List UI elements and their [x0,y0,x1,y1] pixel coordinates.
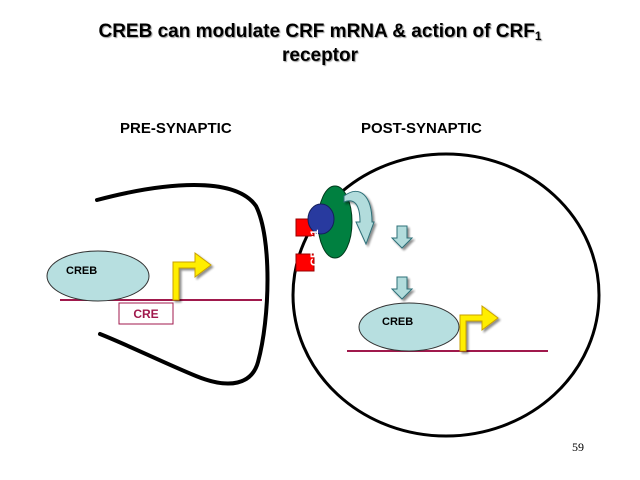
curved-signal-arrow [343,190,375,246]
page-number: 59 [572,440,584,454]
pre-cre-label: CRE [133,307,158,321]
title-line-1: CREB can modulate CRF mRNA & action of C… [98,21,542,43]
post-synaptic-membrane [291,152,601,438]
post-creb-protein [358,302,460,352]
slide-title: CREB can modulate CRF mRNA & action of C… [20,20,620,68]
pre-synaptic-terminal: CREB CRE [46,183,270,386]
pre-synaptic-heading: PRE-SYNAPTIC [120,120,232,137]
pre-creb-label: CREB [66,265,97,277]
post-synaptic-cell: CRFR1 CREB [291,152,601,438]
title-line-2: receptor [281,45,359,66]
pre-creb-protein [46,250,150,302]
pre-promoter-arrow [172,252,212,301]
pre-cre-box [118,302,174,325]
post-synaptic-heading: POST-SYNAPTIC [361,120,482,137]
down-arrow-lower [390,276,414,300]
post-promoter-arrow [459,305,499,352]
title-subscript: 1 [534,29,542,43]
crfr1-label: CRFR1 [309,229,321,266]
down-arrow-upper [390,225,414,249]
post-creb-label: CREB [382,316,413,328]
pre-synaptic-membrane [95,183,270,386]
blue-protein [307,203,335,235]
crfr1-receptor-bottom [295,253,315,272]
